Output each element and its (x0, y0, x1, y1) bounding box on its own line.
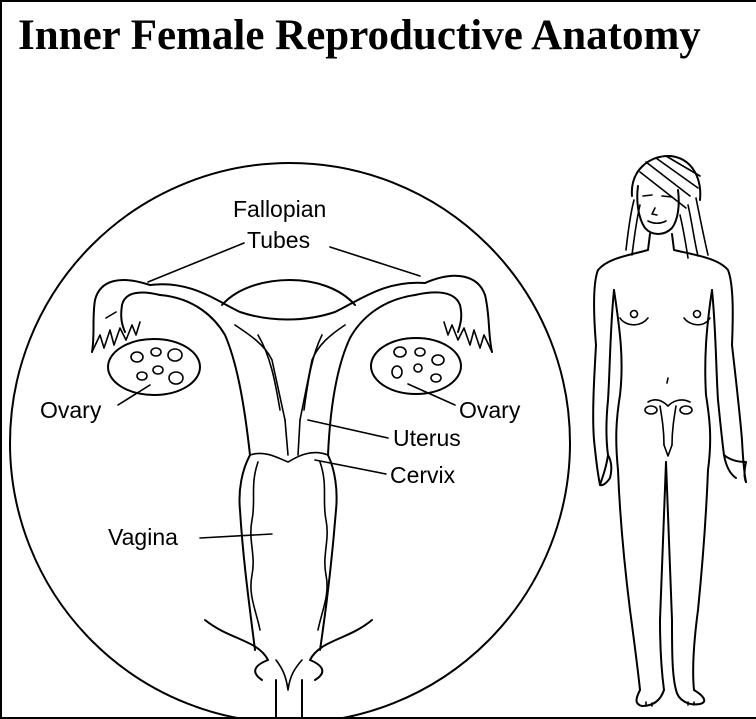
leader-vagina (200, 534, 272, 538)
ovary-left (108, 339, 200, 395)
leader-tubes-left (148, 243, 244, 282)
fallopian-tube-left (92, 280, 160, 352)
ovary-right (371, 338, 461, 394)
figure-reproductive-inset (645, 400, 692, 456)
figure-face (637, 186, 678, 234)
label-ovary-right: Ovary (459, 397, 521, 423)
standing-figure (593, 156, 746, 706)
uterus-illustration (150, 280, 425, 455)
fallopian-tube-right (415, 276, 492, 352)
label-ovary-left: Ovary (40, 397, 102, 423)
leader-tubes-right (330, 247, 420, 276)
label-cervix: Cervix (390, 462, 456, 488)
leader-lines (118, 243, 455, 538)
leader-cervix (315, 460, 386, 474)
label-fallopian: Fallopian (233, 196, 326, 222)
leader-uterus (308, 420, 388, 438)
label-uterus: Uterus (393, 425, 461, 451)
label-vagina: Vagina (108, 524, 178, 550)
label-tubes: Tubes (247, 227, 310, 253)
vagina-illustration (205, 453, 372, 719)
